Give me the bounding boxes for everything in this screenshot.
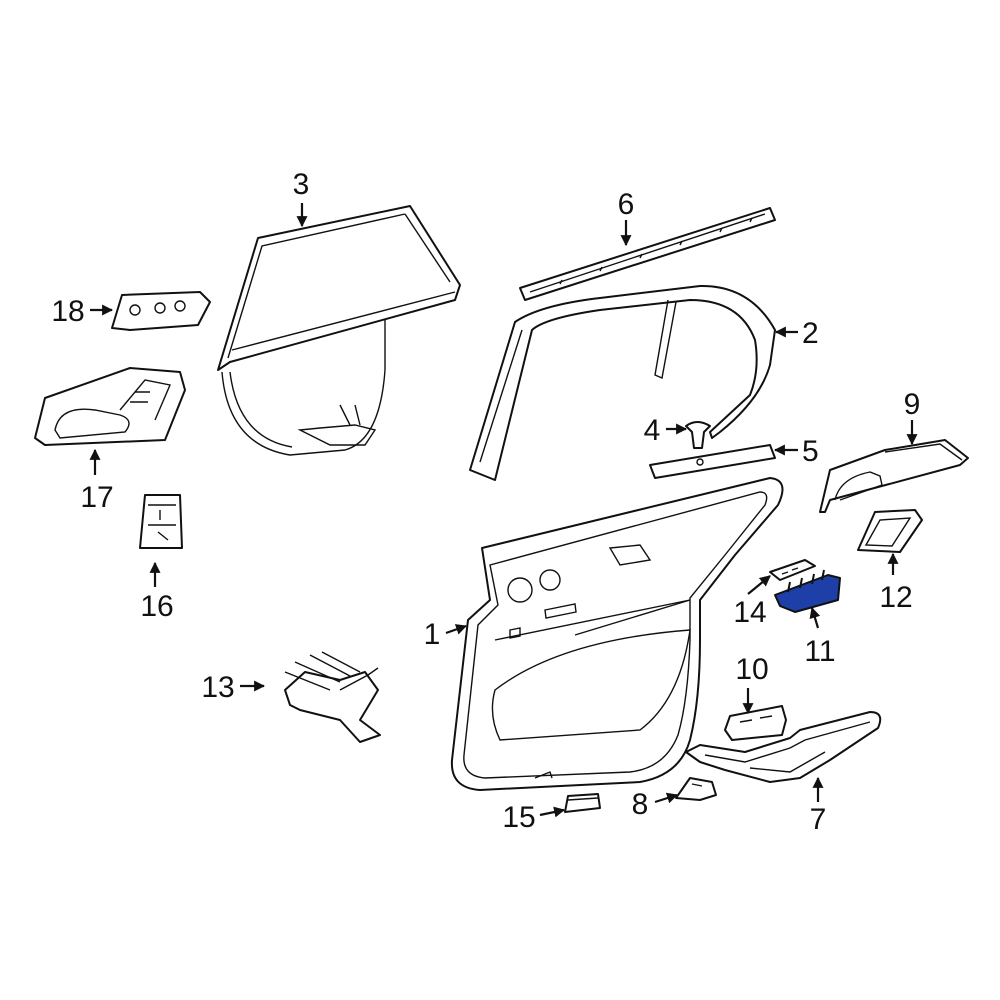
part-17-seat-switch-bezel[interactable] xyxy=(34,367,186,446)
callout-3[interactable]: 3 xyxy=(293,168,310,201)
part-5-strip[interactable] xyxy=(649,444,776,479)
part-9-handle-housing[interactable] xyxy=(819,439,969,513)
callout-labels: 3 6 2 4 5 9 12 11 14 1 10 7 8 15 13 16 1… xyxy=(51,168,920,836)
callout-14[interactable]: 14 xyxy=(733,596,766,629)
callout-13[interactable]: 13 xyxy=(201,671,234,704)
leader-lines xyxy=(89,203,918,818)
leader-8 xyxy=(654,792,679,804)
part-13-wiring-harness[interactable] xyxy=(284,651,381,743)
part-10-switch-module[interactable] xyxy=(724,705,787,741)
callout-12[interactable]: 12 xyxy=(879,581,912,614)
callout-1[interactable]: 1 xyxy=(424,618,441,651)
callout-4[interactable]: 4 xyxy=(644,414,661,447)
part-2-door-seal[interactable] xyxy=(469,284,776,481)
part-8-clip[interactable] xyxy=(675,777,717,801)
callout-8[interactable]: 8 xyxy=(632,788,649,821)
part-12-bezel[interactable] xyxy=(857,509,923,553)
part-3-window-regulator[interactable] xyxy=(217,205,461,456)
callout-17[interactable]: 17 xyxy=(80,481,113,514)
callout-6[interactable]: 6 xyxy=(618,188,635,221)
callout-5[interactable]: 5 xyxy=(802,435,819,468)
part-18-switch-panel[interactable] xyxy=(111,291,211,331)
leader-11 xyxy=(809,606,821,629)
part-16-switch[interactable] xyxy=(139,494,183,549)
part-14-bracket[interactable] xyxy=(769,559,816,581)
part-15-block[interactable] xyxy=(564,793,601,813)
part-6-belt-moulding[interactable] xyxy=(519,207,776,301)
part-7-armrest[interactable] xyxy=(685,711,882,783)
callout-18[interactable]: 18 xyxy=(51,295,84,328)
callout-15[interactable]: 15 xyxy=(502,801,535,834)
leader-15 xyxy=(539,806,566,818)
callout-10[interactable]: 10 xyxy=(735,653,768,686)
callout-9[interactable]: 9 xyxy=(904,388,921,421)
callout-16[interactable]: 16 xyxy=(140,590,173,623)
part-1-door-trim-panel[interactable] xyxy=(450,477,784,791)
callout-2[interactable]: 2 xyxy=(802,317,819,350)
part-11-inner-handle[interactable] xyxy=(774,569,841,613)
callout-7[interactable]: 7 xyxy=(810,803,827,836)
part-4-clip[interactable] xyxy=(685,421,711,449)
leader-14 xyxy=(747,575,771,595)
callout-11[interactable]: 11 xyxy=(804,635,835,668)
leader-1 xyxy=(445,624,468,635)
